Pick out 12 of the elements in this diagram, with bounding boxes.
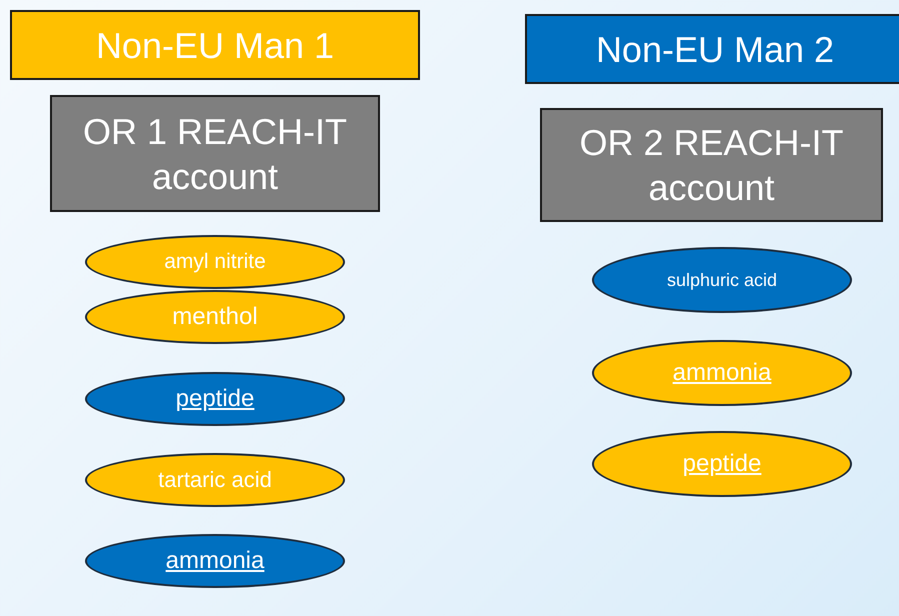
- substance-oval: ammonia: [85, 534, 345, 588]
- substance-oval: peptide: [592, 431, 852, 497]
- account-box: OR 2 REACH-IT account: [540, 108, 883, 222]
- substance-oval: peptide: [85, 372, 345, 426]
- manufacturer-box: Non-EU Man 1: [10, 10, 420, 80]
- account-box: OR 1 REACH-IT account: [50, 95, 380, 212]
- substance-oval: menthol: [85, 290, 345, 344]
- substance-oval: amyl nitrite: [85, 235, 345, 289]
- manufacturer-box: Non-EU Man 2: [525, 14, 899, 84]
- substance-oval: sulphuric acid: [592, 247, 852, 313]
- substance-oval: ammonia: [592, 340, 852, 406]
- substance-oval: tartaric acid: [85, 453, 345, 507]
